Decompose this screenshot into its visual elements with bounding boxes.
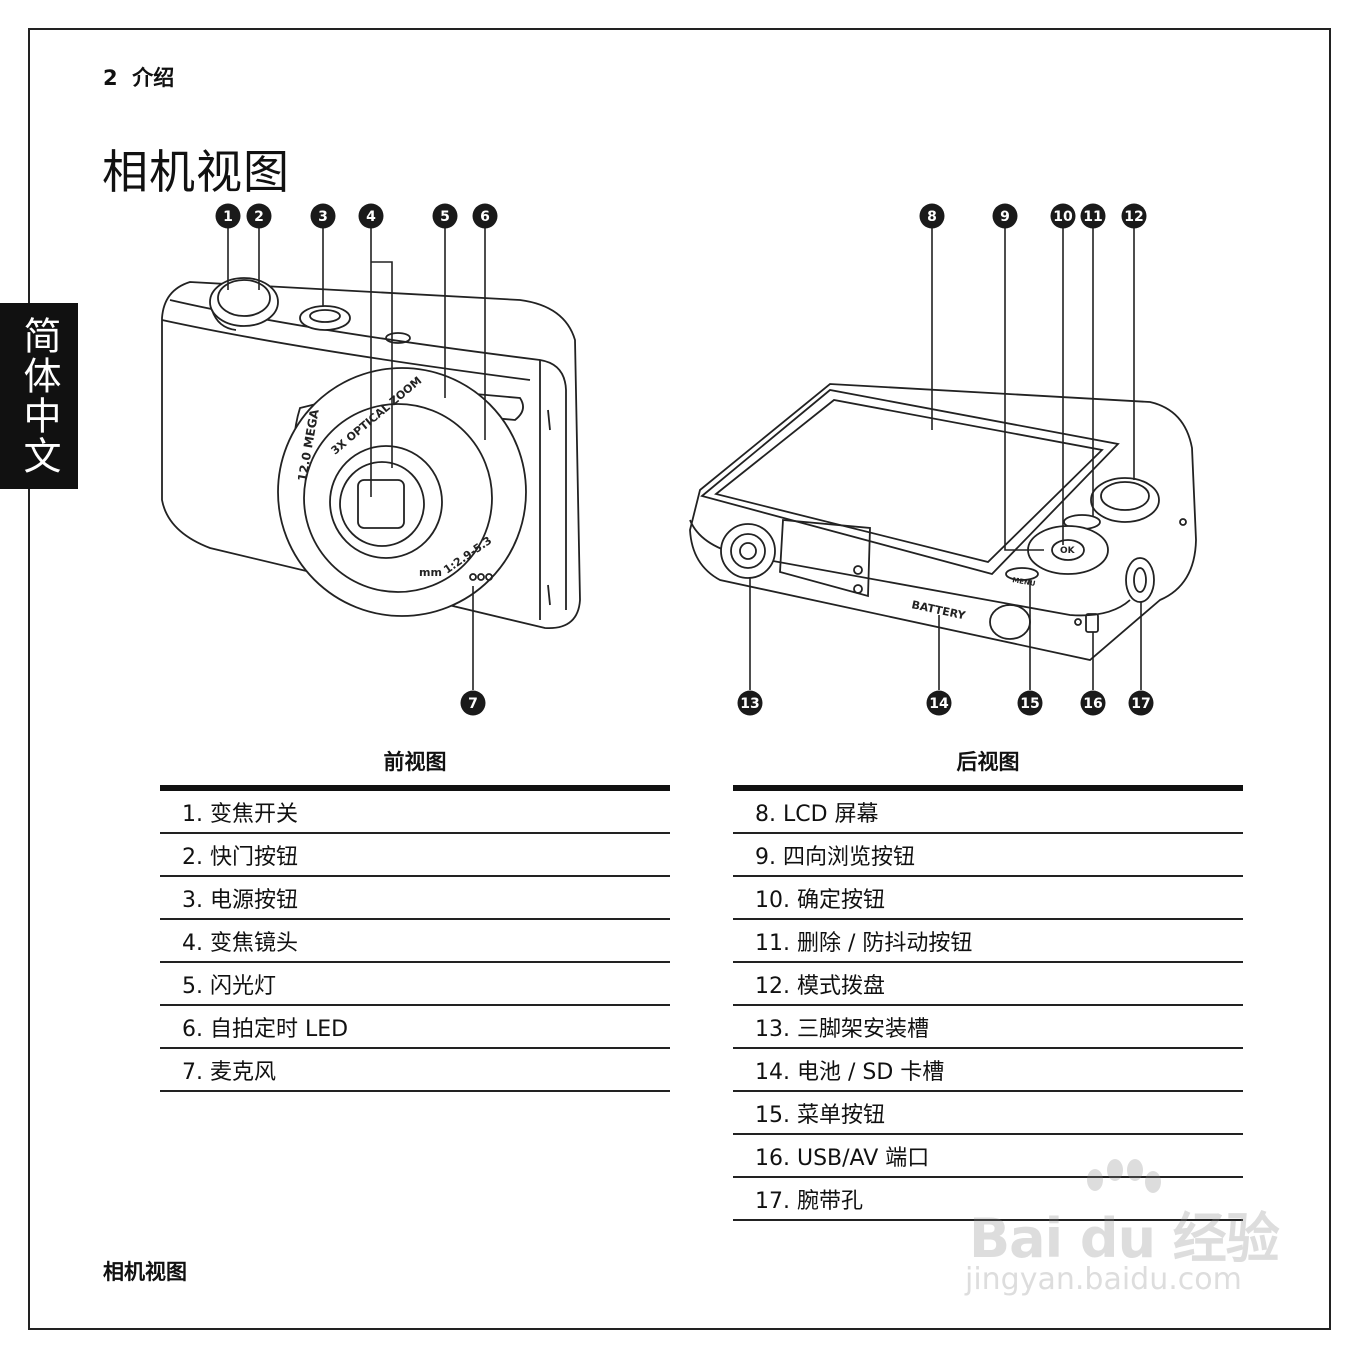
camera-figures: 12.0 MEGA 3X OPTICAL ZOOM 1:2.9-5.3 mm (161, 203, 1197, 716)
front-view-caption: 前视图 (383, 750, 447, 774)
svg-text:8: 8 (927, 209, 937, 225)
table-row: 9. 四向浏览按钮 (733, 833, 1243, 877)
svg-text:16: 16 (1083, 696, 1102, 712)
callout-2: 2 (246, 203, 272, 229)
table-row: 7. 麦克风 (160, 1048, 670, 1092)
table-row: 2. 快门按钮 (160, 833, 670, 877)
callout-9: 9 (992, 203, 1018, 229)
callout-17: 17 (1128, 690, 1154, 716)
part-label: 7. 麦克风 (160, 1048, 670, 1092)
callout-1: 1 (215, 203, 241, 229)
table-row: 14. 电池 / SD 卡槽 (733, 1048, 1243, 1092)
part-label: 5. 闪光灯 (160, 962, 670, 1006)
callout-10: 10 (1050, 203, 1076, 229)
table-row: 17. 腕带孔 (733, 1177, 1243, 1221)
watermark-brand: Bai du 经验 (969, 1207, 1280, 1270)
front-callouts: 1 2 3 4 5 6 7 (215, 203, 498, 716)
callout-3: 3 (310, 203, 336, 229)
callout-7: 7 (460, 690, 486, 716)
callout-14: 14 (926, 690, 952, 716)
svg-text:14: 14 (929, 696, 949, 712)
svg-text:2: 2 (254, 209, 264, 225)
page-title: 相机视图 (102, 145, 290, 199)
part-label: 11. 删除 / 防抖动按钮 (733, 919, 1243, 963)
paw-icon (1087, 1159, 1161, 1193)
back-parts-table: 8. LCD 屏幕 9. 四向浏览按钮 10. 确定按钮 11. 删除 / 防抖… (733, 785, 1243, 1221)
callout-12: 12 (1121, 203, 1147, 229)
page-header: 2 介绍 (103, 62, 174, 92)
baidu-watermark: Bai du 经验 jingyan.baidu.com (965, 1158, 1285, 1308)
table-row: 16. USB/AV 端口 (733, 1134, 1243, 1178)
table-row: 6. 自拍定时 LED (160, 1005, 670, 1049)
part-label: 16. USB/AV 端口 (733, 1134, 1243, 1178)
language-side-tab: 简体中文 (0, 303, 78, 489)
callout-4: 4 (358, 203, 384, 229)
back-camera-illustration (689, 383, 1197, 661)
svg-text:15: 15 (1020, 696, 1039, 712)
part-label: 3. 电源按钮 (160, 876, 670, 920)
part-label: 10. 确定按钮 (733, 876, 1243, 920)
table-row: 3. 电源按钮 (160, 876, 670, 920)
part-label: 1. 变焦开关 (160, 785, 670, 834)
svg-text:6: 6 (480, 209, 490, 225)
svg-text:4: 4 (366, 209, 376, 225)
svg-text:17: 17 (1131, 696, 1150, 712)
table-row: 5. 闪光灯 (160, 962, 670, 1006)
svg-text:13: 13 (740, 696, 759, 712)
svg-text:7: 7 (468, 696, 478, 712)
back-callouts: 8 9 10 11 12 13 14 15 16 17 (737, 203, 1154, 716)
table-row: 13. 三脚架安装槽 (733, 1005, 1243, 1049)
callout-13: 13 (737, 690, 763, 716)
front-leader-lines (227, 228, 486, 690)
section-name: 介绍 (132, 66, 175, 90)
back-view-caption: 后视图 (956, 750, 1020, 774)
table-row: 11. 删除 / 防抖动按钮 (733, 919, 1243, 963)
page-frame (28, 28, 1331, 1330)
part-label: 13. 三脚架安装槽 (733, 1005, 1243, 1049)
callout-5: 5 (432, 203, 458, 229)
svg-text:3: 3 (318, 209, 328, 225)
table-row: 1. 变焦开关 (160, 785, 670, 834)
part-label: 17. 腕带孔 (733, 1177, 1243, 1221)
menu-button-text: MENU (1012, 576, 1037, 588)
table-row: 8. LCD 屏幕 (733, 785, 1243, 834)
part-label: 4. 变焦镜头 (160, 919, 670, 963)
svg-text:1: 1 (223, 209, 233, 225)
part-label: 8. LCD 屏幕 (733, 785, 1243, 834)
front-camera-illustration (161, 277, 581, 629)
table-row: 10. 确定按钮 (733, 876, 1243, 920)
table-row: 4. 变焦镜头 (160, 919, 670, 963)
part-label: 15. 菜单按钮 (733, 1091, 1243, 1135)
ok-button-text: OK (1060, 546, 1076, 556)
page-number: 2 (103, 66, 118, 90)
part-label: 6. 自拍定时 LED (160, 1005, 670, 1049)
back-leader-lines (749, 228, 1142, 690)
callout-6: 6 (472, 203, 498, 229)
callout-8: 8 (919, 203, 945, 229)
svg-text:9: 9 (1000, 209, 1010, 225)
svg-text:11: 11 (1083, 209, 1102, 225)
watermark-url: jingyan.baidu.com (965, 1262, 1242, 1297)
part-label: 12. 模式拨盘 (733, 962, 1243, 1006)
page-footer: 相机视图 (103, 1260, 187, 1284)
part-label: 9. 四向浏览按钮 (733, 833, 1243, 877)
lens-mm-text: mm (419, 566, 442, 579)
part-label: 14. 电池 / SD 卡槽 (733, 1048, 1243, 1092)
callout-11: 11 (1080, 203, 1106, 229)
svg-text:10: 10 (1053, 209, 1073, 225)
callout-16: 16 (1080, 690, 1106, 716)
callout-15: 15 (1017, 690, 1043, 716)
front-parts-table: 1. 变焦开关 2. 快门按钮 3. 电源按钮 4. 变焦镜头 5. 闪光灯 6… (160, 785, 670, 1092)
table-row: 15. 菜单按钮 (733, 1091, 1243, 1135)
svg-text:12: 12 (1124, 209, 1143, 225)
svg-text:5: 5 (440, 209, 450, 225)
part-label: 2. 快门按钮 (160, 833, 670, 877)
table-row: 12. 模式拨盘 (733, 962, 1243, 1006)
